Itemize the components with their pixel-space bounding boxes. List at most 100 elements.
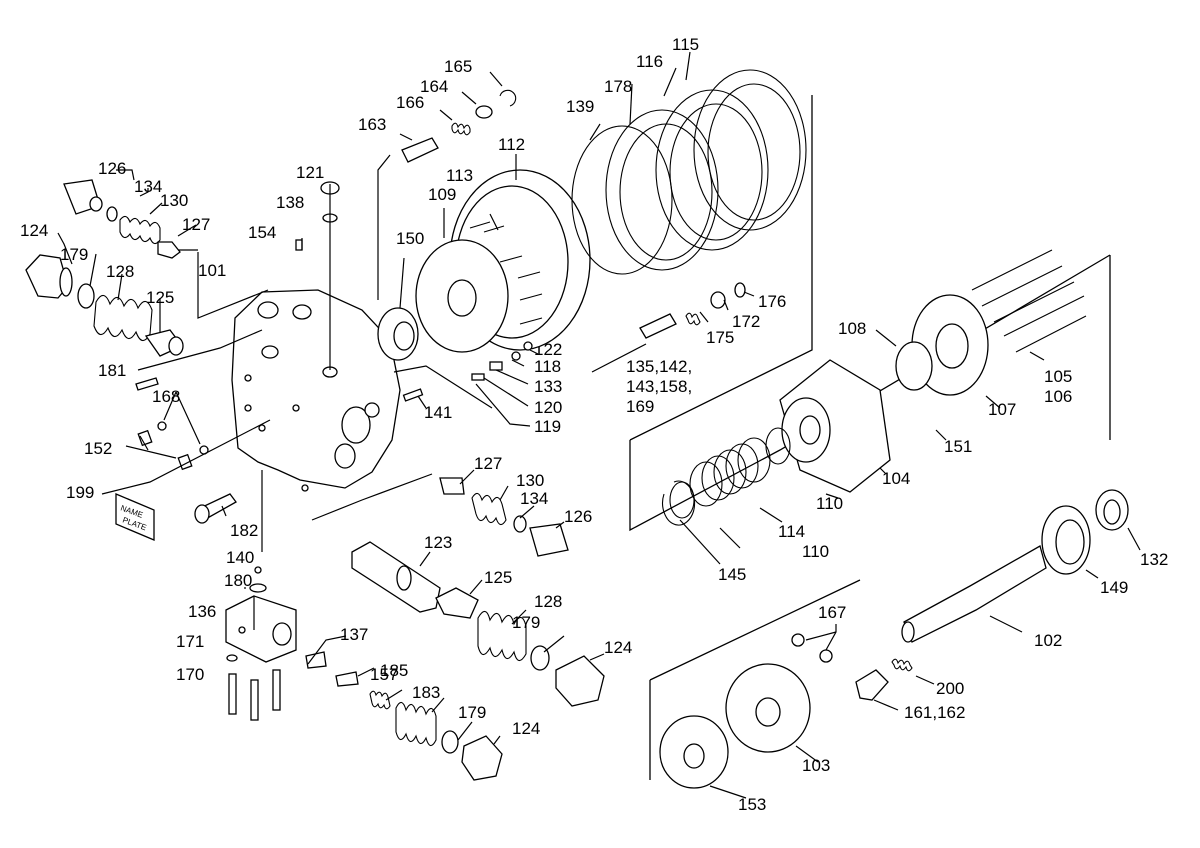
part-label: 135,142, [626, 357, 692, 376]
ball-167-a [791, 633, 805, 647]
part-label: 120 [534, 398, 562, 417]
part-label: 124 [512, 719, 540, 738]
o-ring-180 [249, 583, 267, 593]
part-label: 150 [396, 229, 424, 248]
spool-123 [351, 541, 441, 613]
part-label: 134 [134, 177, 162, 196]
part-label: 109 [428, 185, 456, 204]
rotary-group-frame-left [629, 95, 813, 441]
part-label: 181 [98, 361, 126, 380]
cover-136 [225, 595, 297, 663]
part-label: 103 [802, 756, 830, 775]
spring-114 [689, 437, 771, 507]
part-label: 171 [176, 632, 204, 651]
part-label: 106 [1044, 387, 1072, 406]
plate-116 [655, 89, 769, 251]
pistons-105 [971, 249, 1087, 353]
snap-ring-165 [499, 89, 517, 107]
part-label: 132 [1140, 550, 1168, 569]
part-label: 151 [944, 437, 972, 456]
cam-plate-103 [725, 663, 811, 753]
plug-152-a [137, 429, 153, 447]
part-label: 141 [424, 403, 452, 422]
spring-166 [451, 122, 471, 136]
spring-128-center [477, 610, 527, 662]
part-label: 143,158, [626, 377, 692, 396]
bearing-149 [1041, 505, 1091, 575]
spring-183 [395, 701, 437, 747]
part-label: 118 [534, 357, 561, 376]
o-ring-176 [734, 282, 746, 298]
part-label: 170 [176, 665, 204, 684]
ball-167-b [819, 649, 833, 663]
snap-ring-145 [662, 480, 696, 526]
screw-170-a [228, 673, 237, 715]
bolt-182 [194, 493, 237, 524]
part-label: 145 [718, 565, 746, 584]
part-label: 104 [882, 469, 910, 488]
part-label: 119 [534, 417, 561, 436]
part-label: 124 [604, 638, 632, 657]
part-label: 138 [276, 193, 304, 212]
part-label: 136 [188, 602, 216, 621]
part-label: 113 [446, 166, 473, 185]
spring-130-center [471, 492, 507, 526]
plug-126-top [63, 179, 103, 215]
plug-124-left [25, 254, 73, 299]
part-label: 128 [106, 262, 134, 281]
part-label: 152 [84, 439, 112, 458]
part-label: 161,162 [904, 703, 965, 722]
spring-185 [369, 690, 391, 710]
o-ring-179-bottom [441, 730, 459, 754]
part-drawings: NAME PLATE [25, 51, 1141, 799]
part-label: 121 [296, 163, 324, 182]
washer-153 [659, 715, 729, 789]
o-ring-179-left [77, 283, 95, 309]
pin-181 [135, 377, 159, 391]
part-label: 105 [1044, 367, 1072, 386]
o-ring-140 [254, 566, 262, 574]
part-label: 180 [224, 571, 252, 590]
part-label: 179 [60, 245, 88, 264]
housing-101 [231, 289, 401, 492]
part-label: 127 [474, 454, 502, 473]
part-label: 185 [380, 661, 408, 680]
part-label: 125 [484, 568, 512, 587]
part-label: 165 [444, 57, 472, 76]
plug-171 [226, 654, 238, 662]
part-label: 169 [626, 397, 654, 416]
plug-124-center [555, 655, 605, 707]
o-ring-139 [571, 125, 673, 275]
part-label: 175 [706, 328, 734, 347]
poppet-127-center [439, 477, 465, 495]
part-label: 102 [1034, 631, 1062, 650]
part-label: 168 [152, 387, 180, 406]
part-label: 125 [146, 288, 174, 307]
part-label: 200 [936, 679, 964, 698]
part-label: 130 [516, 471, 544, 490]
part-label: 164 [420, 77, 448, 96]
part-label: 149 [1100, 578, 1128, 597]
pin-135 [639, 313, 677, 339]
part-label: 126 [98, 159, 126, 178]
part-label: 139 [566, 97, 594, 116]
part-label: 108 [838, 319, 866, 338]
plug-161-162 [855, 669, 889, 701]
part-label: 112 [498, 135, 525, 154]
pin-157 [335, 671, 359, 687]
part-label: 101 [198, 261, 226, 280]
part-label: 182 [230, 521, 258, 540]
leader-lines [57, 51, 1141, 799]
part-label: 140 [226, 548, 254, 567]
screw-170-b [250, 679, 259, 721]
plate-115 [693, 69, 807, 231]
poppet-127-top [157, 241, 198, 259]
plug-126-center [529, 523, 569, 557]
part-label: 134 [520, 489, 548, 508]
part-label: 153 [738, 795, 766, 814]
part-label: 126 [564, 507, 592, 526]
o-ring-134-top [106, 206, 118, 222]
part-label: 130 [160, 191, 188, 210]
part-label: 163 [358, 115, 386, 134]
ring-108 [895, 341, 933, 391]
